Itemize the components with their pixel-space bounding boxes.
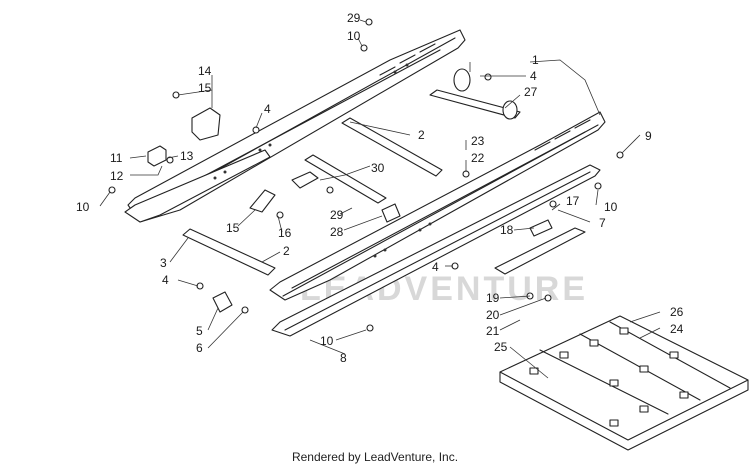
- callout-18: 18: [500, 223, 514, 237]
- callout-2: 2: [418, 128, 425, 142]
- callout-16: 16: [278, 226, 292, 240]
- callout-26: 26: [670, 305, 684, 319]
- footer-credit: Rendered by LeadVenture, Inc.: [291, 450, 459, 464]
- leader-lines: [99, 19, 661, 379]
- callout-9: 9: [645, 129, 652, 143]
- rear-bumper-block: [191, 107, 221, 141]
- callout-7: 7: [599, 216, 606, 230]
- callout-23: 23: [471, 134, 485, 148]
- wear-strip: [494, 219, 586, 275]
- callout-4: 4: [162, 273, 169, 287]
- hanger-bracket: [249, 189, 276, 213]
- callout-30: 30: [371, 161, 385, 175]
- callout-17: 17: [566, 194, 580, 208]
- fasteners: [108, 18, 624, 332]
- callout-5: 5: [196, 324, 203, 338]
- callout-4: 4: [264, 102, 271, 116]
- callout-6: 6: [196, 341, 203, 355]
- callout-10: 10: [320, 334, 334, 348]
- cross-shafts: [182, 68, 521, 276]
- callout-25: 25: [494, 340, 508, 354]
- callout-1: 1: [532, 53, 539, 67]
- callout-3: 3: [160, 256, 167, 270]
- callout-10: 10: [76, 200, 90, 214]
- callout-10: 10: [347, 29, 361, 43]
- callout-20: 20: [486, 308, 500, 322]
- callout-4: 4: [530, 69, 537, 83]
- right-rail: [269, 111, 606, 301]
- callout-4: 4: [432, 260, 439, 274]
- callout-29: 29: [330, 208, 344, 222]
- callout-15: 15: [198, 81, 212, 95]
- callout-14: 14: [198, 64, 212, 78]
- callout-2: 2: [283, 244, 290, 258]
- callout-11: 11: [110, 151, 123, 165]
- callout-22: 22: [471, 151, 485, 165]
- callout-8: 8: [340, 351, 347, 365]
- callout-10: 10: [604, 200, 618, 214]
- callout-13: 13: [180, 149, 194, 163]
- limiter-block: [212, 291, 233, 313]
- track: [499, 315, 749, 451]
- stop-block: [147, 145, 167, 167]
- callouts: 29 10 1 4 27 14 15 4 2 23 22 9 11 12 13 …: [76, 11, 684, 365]
- pivot-block: [291, 171, 401, 223]
- callout-24: 24: [670, 322, 684, 336]
- callout-15: 15: [226, 221, 240, 235]
- callout-12: 12: [110, 169, 124, 183]
- callout-19: 19: [486, 291, 500, 305]
- callout-28: 28: [330, 225, 344, 239]
- slide-rail: [271, 164, 601, 337]
- callout-21: 21: [486, 324, 500, 338]
- left-rail: [124, 29, 466, 223]
- callout-29: 29: [347, 11, 361, 25]
- callout-27: 27: [524, 85, 538, 99]
